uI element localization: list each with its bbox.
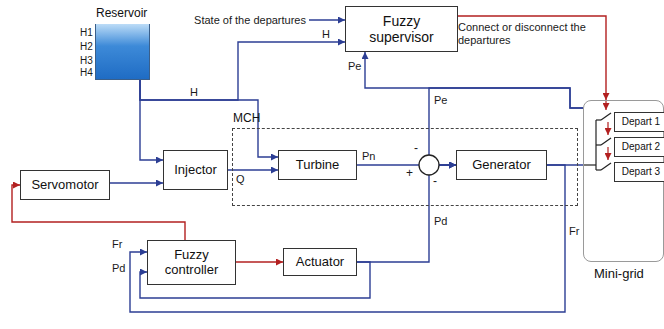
signal-label: Fr [112, 238, 122, 251]
node-label: Mini-grid [594, 267, 644, 282]
grid-wiring [583, 113, 611, 170]
state-input-arrow [309, 19, 345, 20]
signal-label: Pe [434, 94, 447, 107]
signal-label: H4 [80, 67, 93, 79]
signal-label: H [190, 86, 198, 99]
signal-label: Fr [569, 225, 579, 238]
signal-label: H [322, 28, 330, 41]
node-label: Fuzzy controller [148, 248, 235, 278]
node-label: Turbine [292, 158, 344, 173]
node-label: Fuzzy supervisor [346, 13, 457, 45]
injector-box: Injector [163, 150, 228, 190]
signal-label: Pe [348, 60, 361, 73]
signal-label: State of the departures [172, 14, 306, 27]
signal-label: H1 [80, 27, 93, 39]
node-label: Depart 2 [618, 141, 664, 153]
signal-label: Pd [434, 215, 447, 228]
node-label: Injector [170, 163, 221, 178]
reservoir-tank: Reservoir [95, 24, 150, 80]
depart-box: Depart 1 [614, 112, 664, 132]
signal-line [140, 80, 278, 157]
signal-line [140, 80, 163, 160]
summing-junction [419, 155, 439, 175]
node-label: Servomotor [27, 178, 102, 193]
signal-label: H2 [80, 41, 93, 53]
generator-box: Generator [456, 150, 547, 180]
servomotor-box: Servomotor [20, 170, 110, 200]
signal-label: - [433, 175, 437, 189]
signal-label: + [406, 167, 413, 181]
signal-line [236, 261, 283, 262]
node-label: Reservoir [96, 7, 147, 21]
signal-label: Q [236, 173, 245, 186]
depart-box: Depart 2 [614, 137, 664, 157]
signal-label: Pd [112, 262, 125, 275]
mch-group: MCHTurbineGenerator [232, 128, 578, 206]
signal-line [228, 169, 278, 170]
node-label: Depart 3 [618, 166, 664, 178]
switch-command [606, 100, 608, 160]
signal-line [365, 52, 583, 108]
signal-line [357, 165, 456, 262]
signal-line [458, 16, 606, 100]
minigrid-group: Mini-gridDepart 1Depart 2Depart 3 [583, 100, 664, 262]
signal-label: H3 [80, 55, 93, 67]
node-label: Generator [468, 158, 535, 173]
node-label: Depart 1 [618, 116, 664, 128]
node-label: MCH [233, 112, 260, 126]
signal-label: Connect or disconnect the departures [458, 21, 598, 46]
signal-line [140, 42, 345, 100]
signal-label: Pn [362, 150, 375, 163]
turbine-box: Turbine [278, 150, 357, 180]
actuator-box: Actuator [283, 248, 357, 276]
supervisor-box: Fuzzy supervisor [345, 6, 458, 52]
node-label: Actuator [292, 255, 348, 270]
depart-box: Depart 3 [614, 162, 664, 182]
signal-label: - [414, 142, 418, 156]
controller-box: Fuzzy controller [147, 240, 236, 285]
signal-line [110, 182, 163, 183]
